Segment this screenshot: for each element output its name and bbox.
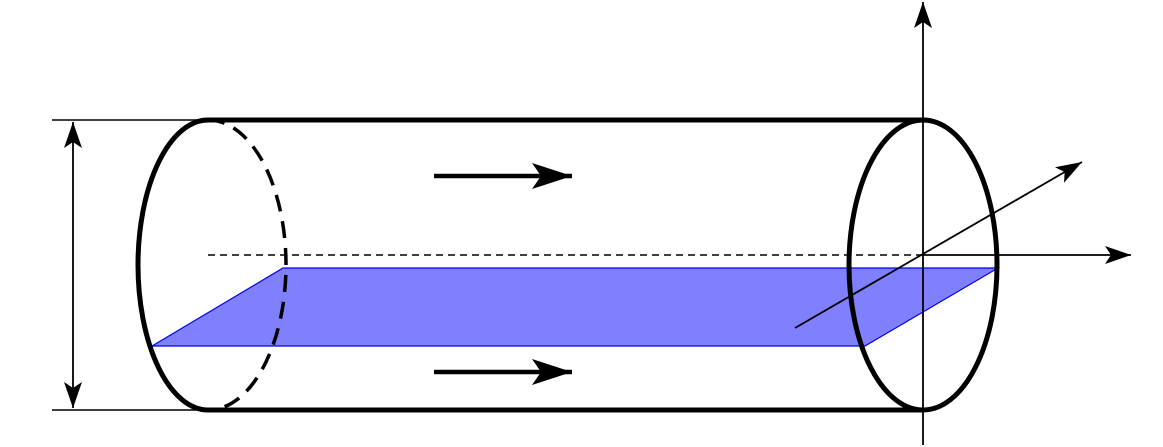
right-end-ellipse (846, 117, 1000, 413)
left-end-front-arc (135, 117, 209, 413)
depth-axis (794, 161, 1083, 329)
left-end-hidden-arc (207, 118, 288, 412)
diameter-dimension (52, 119, 210, 411)
cross-section-plane (149, 267, 1001, 347)
